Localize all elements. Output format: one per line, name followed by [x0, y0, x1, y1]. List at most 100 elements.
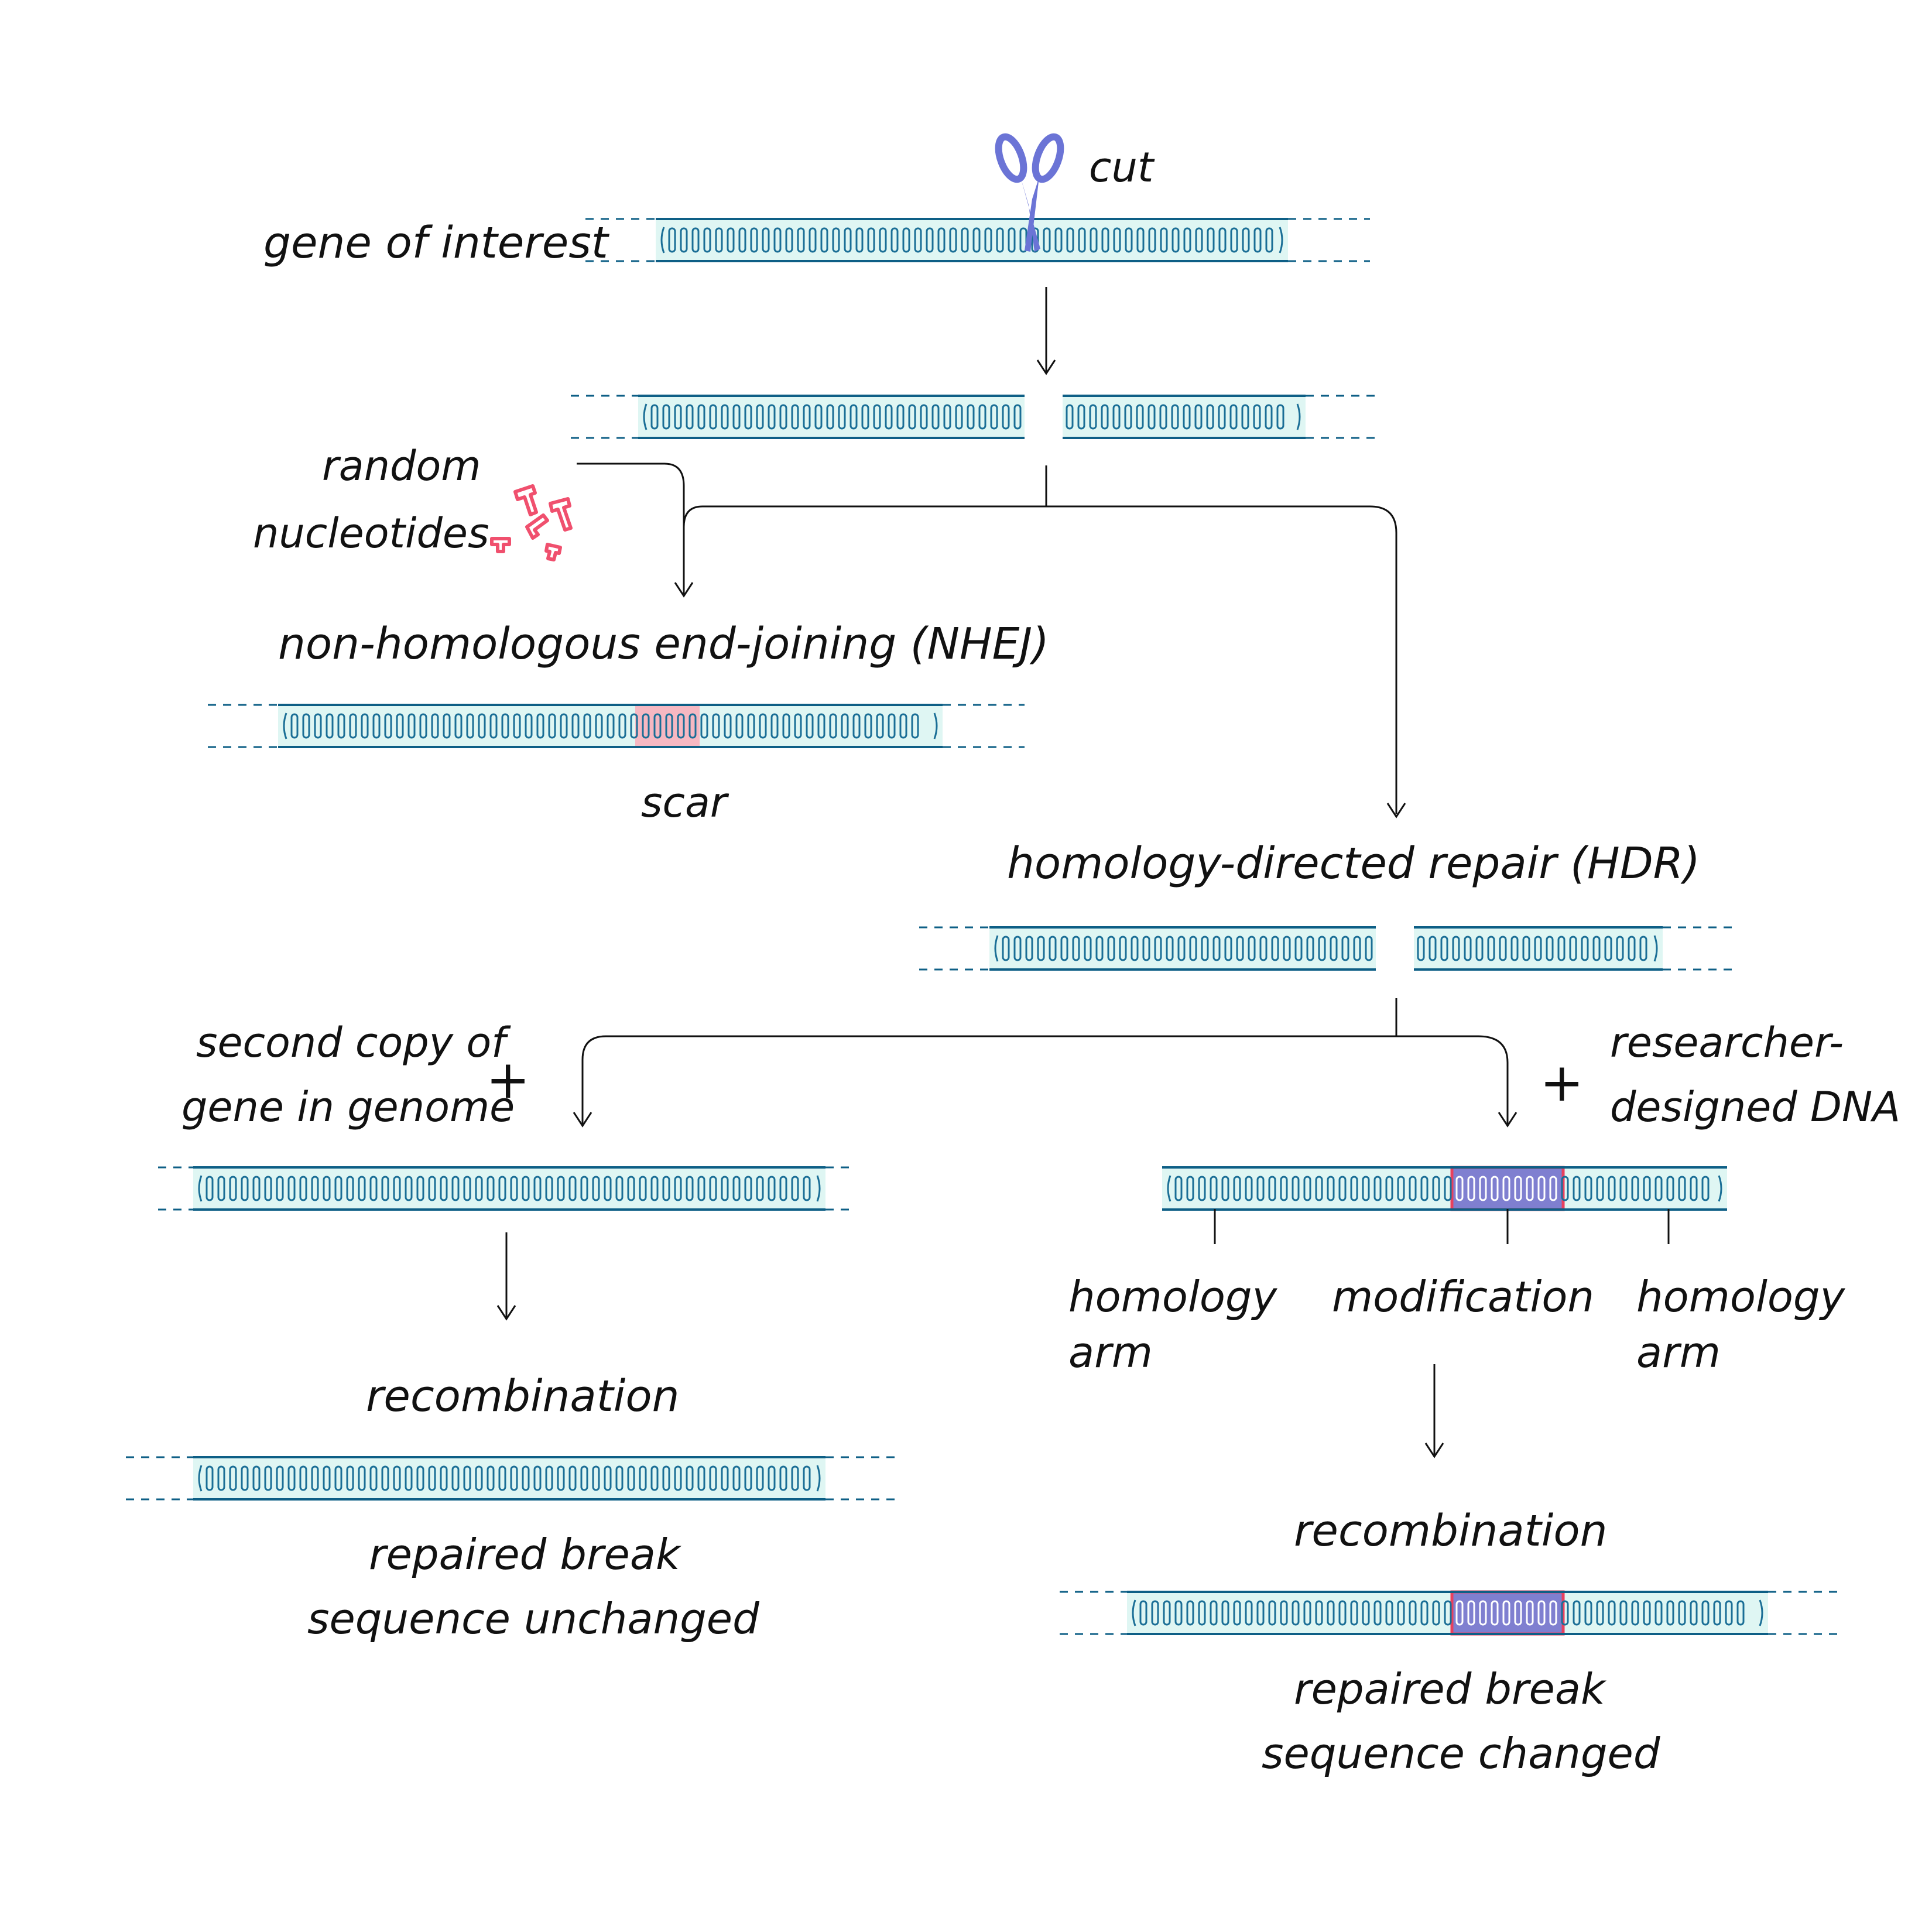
dna-base-pair [618, 713, 626, 739]
dna-base-pair [797, 227, 805, 253]
dna-base-pair [419, 713, 427, 739]
dna-base-pair [1303, 1600, 1311, 1626]
dna-base-pair [1089, 404, 1097, 430]
plus-right: + [1540, 1052, 1584, 1114]
dna-end-cap [198, 1465, 203, 1492]
dna-base-pair [768, 404, 776, 430]
dna-base-pair [627, 1176, 635, 1201]
dna-base-pair [568, 1176, 577, 1201]
dna-base-pair [709, 1176, 717, 1201]
recombination-left-label: recombination [366, 1371, 680, 1421]
dna-base-pair [849, 404, 858, 430]
dna-base-pair [1584, 1600, 1592, 1626]
dna-base-pair [762, 227, 770, 253]
dna-base-pair [1218, 227, 1227, 253]
dna-base-pair [217, 1176, 225, 1201]
dna-base-pair [1171, 404, 1179, 430]
dna-base-pair [1166, 936, 1174, 961]
dna-base-pair [1136, 404, 1144, 430]
dna-base-pair [323, 1465, 331, 1491]
dna-base-pair [1292, 1600, 1300, 1626]
dna-base-pair [229, 1465, 237, 1491]
dna-base-pair [1066, 227, 1074, 253]
dna-base-pair [809, 227, 817, 253]
dna-base-pair [1008, 227, 1016, 253]
dna-base-pair [1479, 1176, 1487, 1201]
dna-base-pair [1690, 1600, 1698, 1626]
dna-base-pair [855, 227, 864, 253]
dna-base-pair [844, 227, 852, 253]
dna-base-pair [662, 404, 670, 430]
dna-base-pair [1224, 936, 1232, 961]
dna-base-pair [1241, 404, 1249, 430]
dna-base-pair [1546, 936, 1554, 961]
dna-end-cap [933, 712, 938, 739]
dna-base-pair [1198, 1176, 1206, 1201]
dna-base-pair [1432, 1176, 1440, 1201]
dna-base-pair [890, 227, 899, 253]
dna-base-pair [1131, 936, 1139, 961]
dna-base-pair [1631, 1176, 1639, 1201]
dna-base-pair [1013, 936, 1022, 961]
dna-base-pair [814, 404, 823, 430]
homology-pointers [1214, 1209, 1670, 1244]
nhej-title: non-homologous end-joining (NHEJ) [278, 619, 1049, 669]
dna-base-pair [1487, 936, 1495, 961]
dna-base-pair [311, 1176, 319, 1201]
dna-base-pair [1666, 1600, 1674, 1626]
dna-hdr-left [919, 926, 1376, 971]
dna-base-pair [697, 1465, 705, 1491]
dna-base-pair [1212, 936, 1221, 961]
dna-base-pair [323, 1176, 331, 1201]
dna-base-pair [1253, 404, 1261, 430]
dna-base-pair [241, 1465, 249, 1491]
dna-base-pair [1350, 1176, 1358, 1201]
dna-base-pair [1142, 936, 1150, 961]
dna-end-cap [1653, 935, 1658, 962]
dna-base-pair [1280, 1176, 1288, 1201]
dna-base-pair [703, 227, 711, 253]
dna-base-pair [1107, 936, 1115, 961]
dna-base-pair [264, 1465, 272, 1491]
dna-base-pair [691, 227, 700, 253]
dna-base-pair [1194, 404, 1203, 430]
dna-base-pair [1701, 1176, 1710, 1201]
hdr-title: homology-directed repair (HDR) [1007, 838, 1700, 889]
dna-hdr-right [1414, 926, 1739, 971]
dna-base-pair [475, 1465, 483, 1491]
dna-base-pair [1467, 1176, 1475, 1201]
dna-base-pair [1365, 936, 1373, 961]
dna-base-pair [369, 1176, 378, 1201]
dna-base-pair [1037, 936, 1045, 961]
dna-base-pair [1236, 936, 1244, 961]
dna-base-pair [302, 713, 310, 739]
dna-band [193, 1167, 825, 1210]
homology-arm-left-line1: homology [1068, 1272, 1278, 1321]
dna-base-pair [1230, 227, 1238, 253]
dna-base-pair [709, 1465, 717, 1491]
dna-base-pair [1338, 1176, 1347, 1201]
dna-base-pair [396, 713, 404, 739]
dna-base-pair [252, 1176, 261, 1201]
dna-base-pair [712, 713, 720, 739]
dna-base-pair [949, 227, 957, 253]
random-nucleotides-label-line2: nucleotides [253, 509, 489, 557]
dna-base-pair [785, 227, 793, 253]
dna-base-pair [407, 713, 416, 739]
dna-base-pair [1475, 936, 1484, 961]
dna-base-pair [1510, 936, 1519, 961]
dna-base-pair [1409, 1176, 1417, 1201]
dna-base-pair [522, 1176, 530, 1201]
dna-base-pair [1491, 1176, 1499, 1201]
dna-base-pair [1315, 1600, 1323, 1626]
dna-base-pair [1464, 936, 1472, 961]
dna-base-pair [852, 713, 861, 739]
dna-base-pair [782, 713, 790, 739]
dna-base-pair [349, 713, 357, 739]
dna-base-pair [972, 227, 981, 253]
dna-base-pair [1639, 936, 1647, 961]
dna-base-pair [899, 713, 907, 739]
dna-base-pair [1537, 1176, 1546, 1201]
dna-base-pair [1596, 1176, 1604, 1201]
dna-base-pair [1189, 936, 1197, 961]
